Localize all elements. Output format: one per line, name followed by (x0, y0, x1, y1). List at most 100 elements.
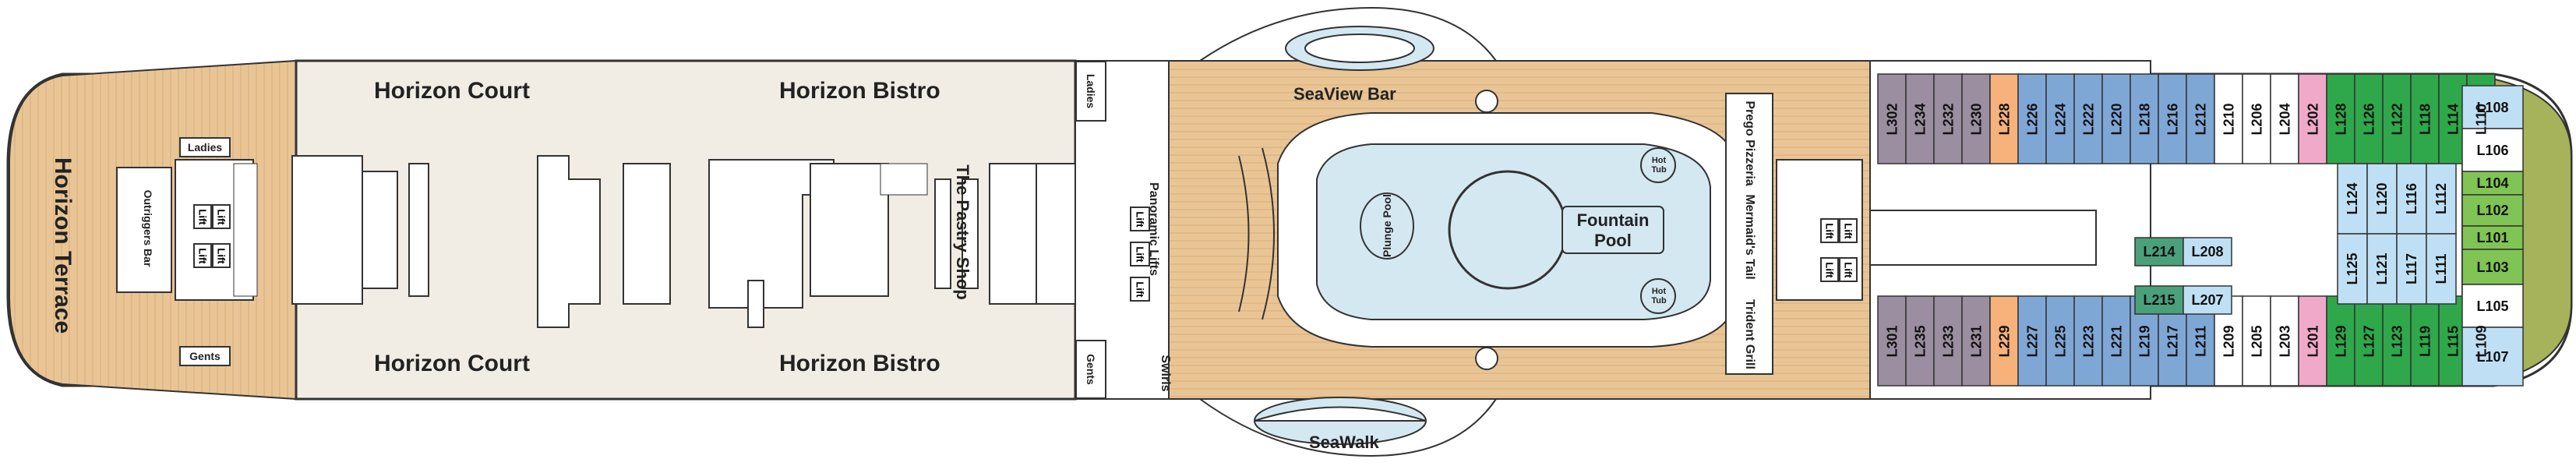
cabin-label-l225: L225 (2052, 324, 2068, 358)
cabin-l108 (2461, 85, 2524, 129)
swirls-label: Swirls (1159, 355, 1172, 392)
cabin-l220 (2101, 73, 2131, 164)
horizon-bistro-bottom-label: Horizon Bistro (779, 351, 940, 376)
cabin-label-l212: L212 (2193, 102, 2208, 136)
cabin-label-l220: L220 (2108, 102, 2124, 136)
cabin-l116 (2396, 163, 2427, 235)
cabin-label-l117: L117 (2404, 252, 2419, 285)
lift-aft-4: Lift (212, 243, 231, 268)
cabin-l122 (2382, 73, 2412, 164)
lift-aft-2: Lift (212, 204, 231, 229)
cabin-label-l207: L207 (2191, 292, 2224, 308)
lift-aft-3: Lift (193, 243, 212, 268)
cabin-l123 (2382, 295, 2412, 387)
cabin-blocks (1877, 73, 2524, 387)
cabin-label-l126: L126 (2361, 102, 2377, 136)
cabin-l119 (2410, 295, 2440, 387)
cabin-l225 (2045, 295, 2075, 387)
cabin-l223 (2073, 295, 2103, 387)
cabin-label-l106: L106 (2476, 142, 2509, 158)
cabin-label-l218: L218 (2137, 102, 2152, 136)
cabin-label-l104: L104 (2476, 175, 2509, 191)
cabin-label-l224: L224 (2052, 102, 2068, 136)
hot-tub-top-label: Hot Tub (1651, 156, 1667, 175)
cabin-label-l116: L116 (2404, 182, 2419, 215)
cabin-l102 (2461, 194, 2524, 227)
cabin-l103 (2461, 249, 2524, 285)
cabin-l202 (2298, 73, 2327, 164)
cabin-label-l223: L223 (2080, 324, 2096, 358)
cabin-label-l107: L107 (2476, 348, 2509, 365)
outriggers-bar-label: Outriggers Bar (142, 189, 154, 267)
cabin-label-l111: L111 (2433, 253, 2449, 284)
horizon-court-bottom-label: Horizon Court (374, 351, 530, 376)
cabin-l111 (2426, 233, 2457, 305)
cabin-label-l232: L232 (1940, 102, 1956, 136)
cabin-l216 (2158, 73, 2187, 164)
cabin-l107 (2461, 327, 2524, 387)
cabin-label-l102: L102 (2476, 203, 2509, 218)
pastry-shop-label: The Pastry Shop (953, 164, 972, 300)
cabin-label-l204: L204 (2277, 102, 2292, 136)
cabin-l101 (2461, 225, 2524, 250)
cabin-label-l114: L114 (2445, 103, 2461, 135)
cabin-l224 (2045, 73, 2075, 164)
gents-mid: Gents (1075, 340, 1106, 399)
cabin-label-l202: L202 (2305, 102, 2320, 136)
cabin-l205 (2242, 295, 2271, 387)
cabin-label-l123: L123 (2389, 324, 2405, 358)
cabin-label-l119: L119 (2417, 325, 2433, 357)
cabin-label-l121: L121 (2374, 252, 2390, 285)
horizon-court-top-label: Horizon Court (374, 78, 530, 104)
cabin-l104 (2461, 171, 2524, 196)
cabin-label-l203: L203 (2277, 324, 2292, 358)
cabin-label-l108: L108 (2476, 99, 2509, 115)
cabin-l227 (2017, 295, 2047, 387)
cabin-label-l222: L222 (2080, 102, 2096, 136)
trident-grill-label: Trident Grill (1743, 299, 1756, 369)
fountain-pool-label: Fountain Pool (1576, 210, 1650, 250)
cabin-l229 (1989, 295, 2019, 387)
cabin-l218 (2130, 73, 2159, 164)
cabin-label-l231: L231 (1968, 324, 1984, 358)
cabin-l215 (2134, 285, 2184, 315)
cabin-l207 (2183, 285, 2232, 315)
cabin-label-l230: L230 (1968, 102, 1984, 136)
cabin-label-l235: L235 (1912, 324, 1928, 358)
cabin-label-l125: L125 (2345, 252, 2360, 285)
cabin-l228 (1989, 73, 2019, 164)
cabin-label-l226: L226 (2024, 102, 2040, 136)
cabin-label-l205: L205 (2249, 324, 2264, 358)
cabin-label-l233: L233 (1940, 324, 1956, 358)
cabin-l106 (2461, 128, 2524, 172)
cabin-l124 (2337, 163, 2368, 235)
lift-fwd-1: Lift (1820, 218, 1839, 243)
cabin-l203 (2270, 295, 2299, 387)
cabin-l234 (1905, 73, 1935, 164)
cabin-label-l221: L221 (2108, 324, 2124, 358)
cabin-label-l103: L103 (2476, 259, 2509, 275)
gents-aft: Gents (179, 346, 231, 366)
cabin-l105 (2461, 284, 2524, 328)
cabin-label-l301: L301 (1884, 324, 1900, 358)
lift-mid-3: Lift (1130, 277, 1150, 302)
cabin-label-l215: L215 (2143, 292, 2175, 308)
cabin-l232 (1933, 73, 1963, 164)
cabin-label-l124: L124 (2345, 182, 2360, 215)
cabin-l129 (2326, 295, 2355, 387)
prego-pizzeria-label: Prego Pizzeria (1743, 101, 1756, 186)
lift-fwd-2: Lift (1839, 218, 1858, 243)
seaview-bar-label: SeaView Bar (1293, 84, 1396, 104)
cabin-l201 (2298, 295, 2327, 387)
ladies-mid: Ladies (1075, 61, 1106, 122)
cabin-label-l118: L118 (2417, 103, 2433, 135)
lift-fwd-3: Lift (1820, 257, 1839, 282)
cabin-label-l228: L228 (1996, 102, 2012, 136)
cabin-label-l214: L214 (2143, 244, 2175, 259)
cabin-label-l208: L208 (2191, 244, 2224, 259)
cabin-label-l201: L201 (2305, 324, 2320, 358)
cabin-label-l229: L229 (1996, 324, 2012, 358)
cabin-label-l115: L115 (2445, 325, 2461, 357)
